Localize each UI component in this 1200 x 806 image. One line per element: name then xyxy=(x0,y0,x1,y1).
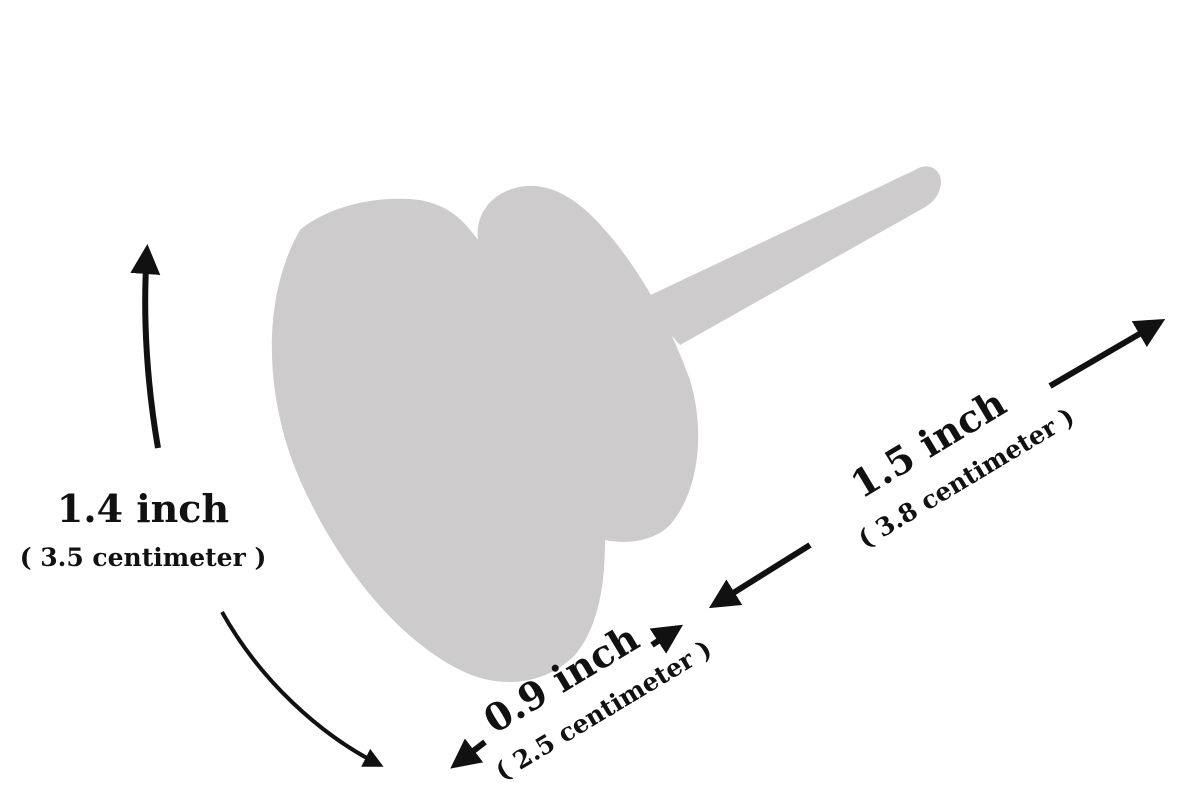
length-arrow-upper xyxy=(1048,318,1166,389)
height-arrow-top xyxy=(130,244,161,449)
knob-head xyxy=(271,185,699,683)
height-inch-label: 1.4 inch xyxy=(57,486,229,531)
height-cm-label: ( 3.5 centimeter ) xyxy=(20,543,267,572)
depth-arrow-upper xyxy=(649,624,684,654)
depth-arrow-lower xyxy=(450,738,487,769)
knob-silhouette xyxy=(271,166,941,683)
height-arrow-bottom xyxy=(220,611,384,767)
length-arrow-lower xyxy=(708,542,812,609)
screw-thread xyxy=(640,166,941,345)
